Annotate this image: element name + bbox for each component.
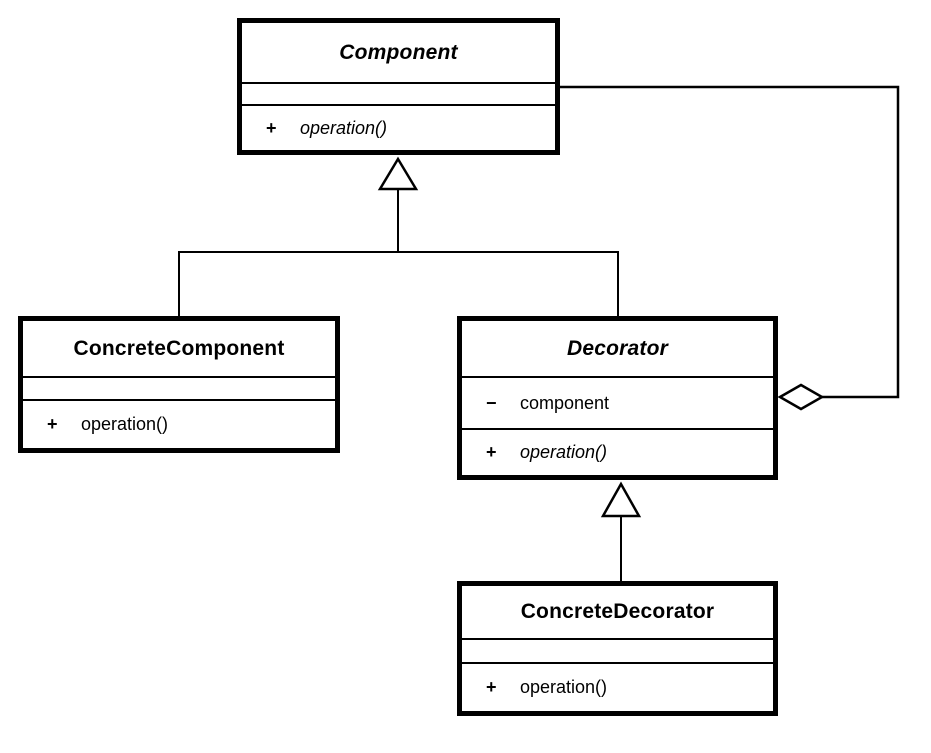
attributes-compartment	[23, 376, 335, 399]
visibility-symbol: −	[486, 392, 497, 413]
operation-row: + operation()	[23, 414, 335, 435]
class-name: Decorator	[567, 336, 668, 360]
operation-row: + operation()	[462, 677, 773, 698]
attributes-compartment	[462, 638, 773, 662]
operations-compartment: + operation()	[23, 399, 335, 448]
operation-row: + operation()	[462, 442, 773, 463]
operation-row: + operation()	[242, 118, 555, 139]
class-name: Component	[339, 40, 458, 64]
visibility-symbol: +	[486, 442, 497, 462]
class-box-concretedecorator: ConcreteDecorator + operation()	[457, 581, 778, 716]
operation-name: operation()	[520, 442, 608, 462]
visibility-symbol: +	[47, 414, 58, 434]
attribute-row: − component	[462, 393, 773, 414]
operation-name: operation()	[300, 117, 388, 138]
class-box-decorator: Decorator − component + operation()	[457, 316, 778, 480]
operations-compartment: + operation()	[462, 662, 773, 711]
hollow-triangle-arrowhead	[600, 481, 642, 518]
attribute-name: component	[520, 392, 610, 413]
hollow-diamond	[777, 383, 825, 411]
class-box-component: Component + operation()	[237, 18, 560, 155]
class-name: ConcreteComponent	[73, 336, 285, 360]
generalization-to-component	[178, 156, 619, 316]
attributes-compartment: − component	[462, 376, 773, 428]
visibility-symbol: +	[266, 117, 277, 138]
visibility-symbol: +	[486, 677, 497, 697]
hollow-triangle-arrowhead	[377, 156, 419, 191]
class-box-concretecomponent: ConcreteComponent + operation()	[18, 316, 340, 453]
generalization-concretedecorator-to-decorator	[600, 481, 642, 581]
operations-compartment: + operation()	[462, 428, 773, 475]
attributes-compartment	[242, 82, 555, 104]
operations-compartment: + operation()	[242, 104, 555, 150]
operation-name: operation()	[81, 414, 169, 434]
aggregation-decorator-component	[560, 85, 900, 411]
operation-name: operation()	[520, 677, 608, 697]
class-name: ConcreteDecorator	[520, 600, 715, 623]
